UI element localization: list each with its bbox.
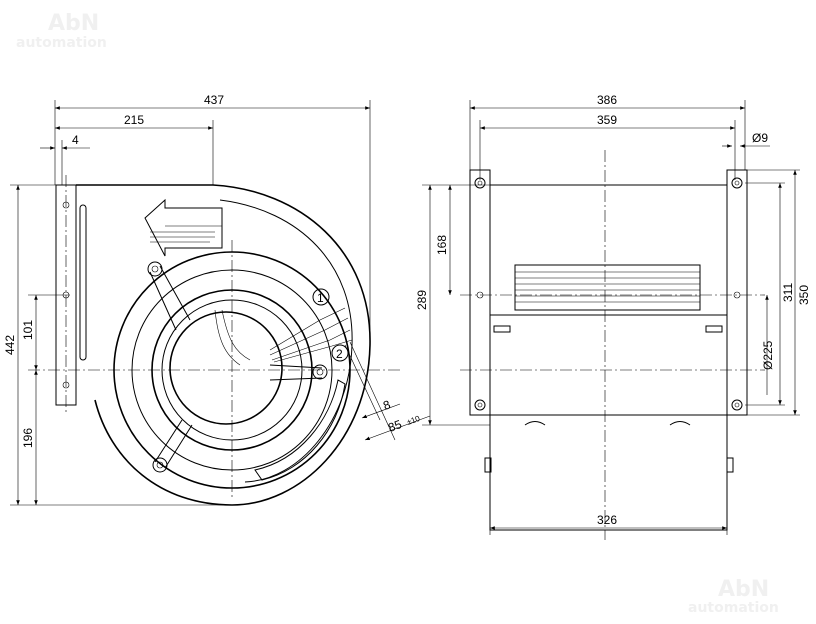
watermark-top-left: AbN automation [16, 11, 107, 51]
inlet-ring [113, 251, 351, 489]
housing-top [489, 184, 728, 316]
strut-right [269, 364, 323, 381]
watermark-logo-text: AbN [718, 577, 769, 602]
dim-upper: 101 [21, 320, 35, 340]
strut-bottom [154, 419, 193, 469]
scroll-housing [76, 184, 371, 506]
dim-outlet-height: 289 [415, 290, 429, 310]
left-side-plate [469, 169, 491, 416]
dim-height: 442 [3, 335, 17, 355]
dim-hole-vertical: 311 [781, 283, 795, 302]
dim-cable-dia: 8 [381, 397, 392, 413]
callout-2 [331, 344, 349, 362]
callout-2-label: 2 [336, 347, 343, 361]
dim-flange: 4 [72, 133, 79, 147]
dim-outlet-width: 326 [597, 513, 617, 527]
side-view: 437 215 4 442 196 101 [3, 93, 431, 506]
dim-overall-width: 437 [204, 93, 224, 107]
dim-half-width: 215 [124, 113, 144, 127]
motor-body [514, 264, 701, 311]
strut-top [149, 265, 191, 331]
dim-cable-tolerance: ±10 [406, 414, 422, 427]
callout-1-label: 1 [317, 291, 324, 305]
motor-rotor [169, 311, 283, 425]
watermark-bottom-right: AbN automation [688, 577, 779, 616]
dim-cable-length: 85 [386, 417, 404, 435]
watermark-sub-text: automation [16, 35, 107, 51]
dim-overall-height: 350 [797, 285, 811, 305]
front-view: 386 359 Ø9 289 [415, 93, 811, 540]
right-side-plate [726, 169, 748, 416]
dim-center-height: 168 [435, 235, 449, 255]
mounting-flange [55, 184, 77, 406]
callout-1 [312, 288, 330, 306]
watermark-logo-text: AbN [48, 11, 99, 36]
dim-hole-diameter: Ø9 [752, 131, 768, 145]
motor-cables [214, 307, 353, 366]
dim-hole-spacing: 359 [597, 113, 617, 127]
housing-slot [254, 379, 346, 481]
dim-overall-width: 386 [597, 93, 617, 107]
flange-slot [79, 204, 87, 361]
housing-middle [489, 314, 728, 416]
dim-inlet-diameter: Ø225 [761, 340, 775, 370]
dim-lower: 196 [21, 428, 35, 448]
watermark-sub-text: automation [688, 600, 779, 616]
rotation-arrow-label [144, 198, 223, 257]
